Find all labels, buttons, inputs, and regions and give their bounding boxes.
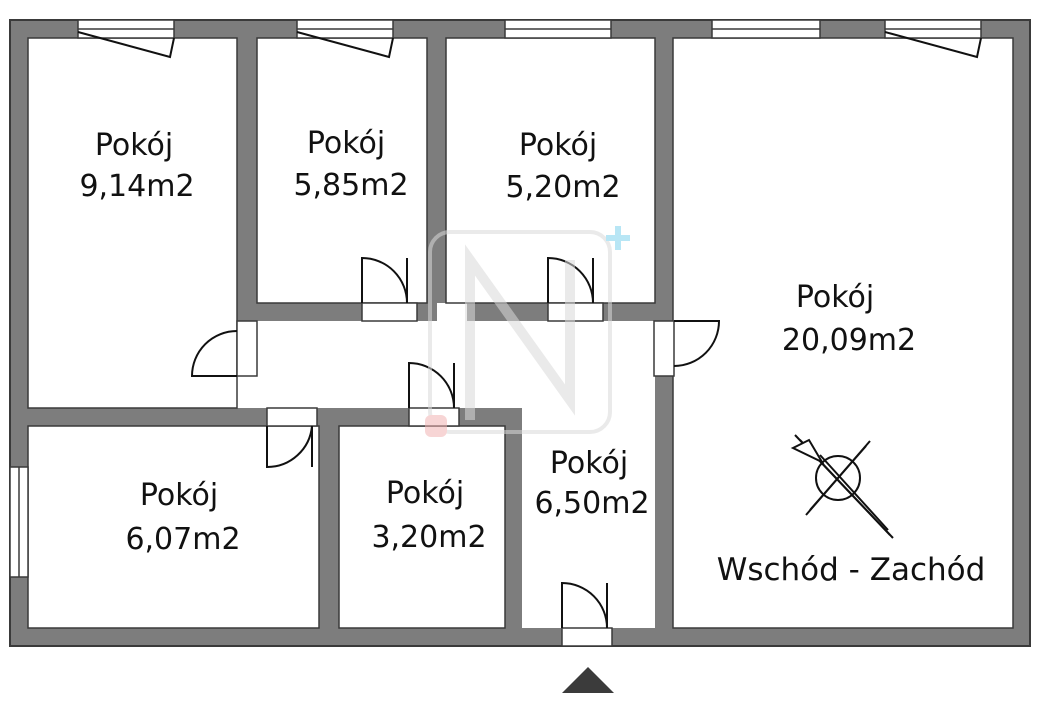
room-label-6-07: Pokój bbox=[140, 478, 218, 513]
logo-watermark-icon bbox=[425, 226, 630, 437]
room-area-3-20: 3,20m2 bbox=[371, 520, 486, 555]
room-label-6-50: Pokój bbox=[550, 446, 628, 481]
floor-room-3-20 bbox=[339, 426, 505, 628]
room-area-9-14: 9,14m2 bbox=[79, 169, 194, 204]
room-label-5-20: Pokój bbox=[519, 128, 597, 163]
window-left bbox=[9, 466, 29, 578]
door-swings bbox=[190, 256, 721, 629]
room-area-5-20: 5,20m2 bbox=[505, 170, 620, 205]
orientation-label: Wschód - Zachód bbox=[717, 552, 986, 588]
room-labels: Pokój 9,14m2 Pokój 5,85m2 Pokój 5,20m2 P… bbox=[79, 126, 916, 557]
compass-icon bbox=[790, 434, 894, 539]
room-area-6-50: 6,50m2 bbox=[534, 486, 649, 521]
floor-room-5-85 bbox=[257, 38, 427, 303]
room-label-3-20: Pokój bbox=[386, 476, 464, 511]
window-sashes bbox=[77, 31, 982, 59]
floor-corridor-spine bbox=[437, 303, 467, 323]
room-label-20-09: Pokój bbox=[796, 280, 874, 315]
room-area-20-09: 20,09m2 bbox=[782, 323, 916, 358]
room-area-6-07: 6,07m2 bbox=[125, 522, 240, 557]
windows-top bbox=[77, 19, 982, 39]
room-label-5-85: Pokój bbox=[307, 126, 385, 161]
entrance-arrow-icon bbox=[562, 667, 614, 693]
floor-room-6-07 bbox=[28, 426, 319, 628]
floor-room-20-09 bbox=[673, 38, 1013, 628]
door-openings bbox=[236, 302, 675, 647]
room-area-5-85: 5,85m2 bbox=[293, 168, 408, 203]
room-label-9-14: Pokój bbox=[95, 128, 173, 163]
